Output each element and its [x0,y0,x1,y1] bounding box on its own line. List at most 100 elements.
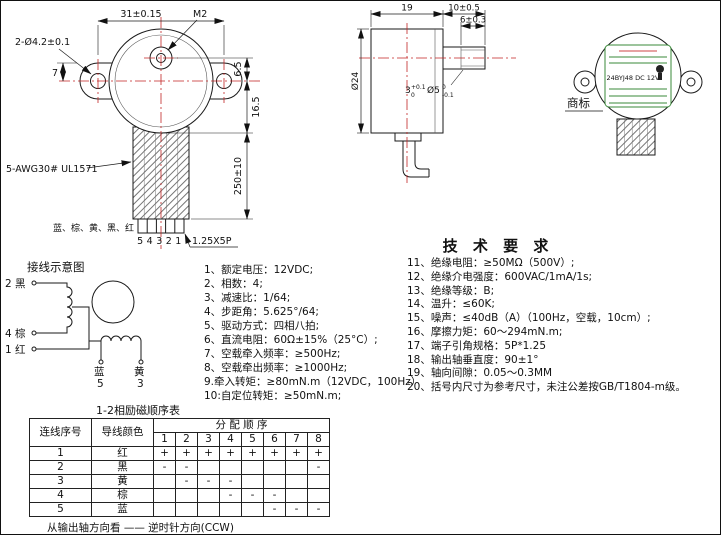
header-wire-no: 连线序号 [29,418,92,447]
cell-step: - [197,474,220,489]
brand-logo-icon [656,65,664,73]
label-wire-red: 1 红 [5,343,26,356]
spec-list-left: 1、额定电压：12VDC; 2、相数：4; 3、减速比：1/64; 4、步距角：5.6… [204,263,434,403]
cell-step: + [241,446,264,461]
trademark-motor-face: 24BYJ48 DC 12V [573,32,703,156]
dim-16-5: 16.5 [251,96,262,117]
cell-step: - [175,474,198,489]
spec-line: 13、绝缘等级：B; [407,284,495,297]
step-header: 6 [263,432,286,447]
cell-wire-no: 5 [29,502,92,517]
dim-mounting-holes: 2-Ø4.2±0.1 [15,37,70,48]
cell-step: - [219,488,242,503]
cell-wire-color: 黄 [91,474,154,489]
side-wire [402,141,429,178]
cell-step: + [175,446,198,461]
cell-step: - [307,502,330,517]
spec-line: 4、步距角：5.625°/64; [204,306,319,318]
cell-step [307,488,330,503]
wire-colors-label: 蓝、棕、黄、黑、红 [53,222,134,234]
trademark-view: 24BYJ48 DC 12V 商标 [565,32,703,156]
trademark-wire-bundle [616,118,656,156]
dim-d5-upper-tol: 0 [442,84,446,91]
step-header: 8 [307,432,330,447]
dim-m2-label: M2 [193,9,207,20]
cell-step: + [307,446,330,461]
table-title: 1-2相励磁顺序表 [96,404,180,417]
trademark-model-text: 24BYJ48 DC 12V [607,74,660,82]
spec-line: 7、空载牵入频率：≥500Hz; [204,348,341,360]
spec-line: 20、括号内尺寸为参考尺寸，未注公差按GB/T1804-m级。 [407,381,686,394]
cell-step [219,502,242,517]
front-dimensions: 31±0.15 M2 2-Ø4.2±0.1 7 6.5 16.5 250±10 … [6,9,262,248]
spec-line: 19、轴向间隙：0.05～0.3MM [407,367,553,380]
spec-line: 3、减速比：1/64; [204,292,291,304]
coil-b [89,335,142,342]
step-header: 3 [197,432,220,447]
cell-step [285,488,308,503]
cell-step: - [219,474,242,489]
label-wire-brown: 4 棕 [5,327,26,340]
cell-wire-color: 蓝 [91,502,154,517]
cell-step [175,502,198,517]
cell-wire-no: 2 [29,460,92,475]
step-header: 5 [241,432,264,447]
spec-line: 2、相数：4; [204,278,263,290]
spec-line: 11、绝缘电阻：≥50MΩ（500V）; [407,257,575,269]
cell-step: - [241,488,264,503]
cell-step: - [263,488,286,503]
trademark-caption: 商标 [567,96,590,110]
spec-line: 16、摩擦力矩：60～294mN.m; [407,325,563,338]
dim-3: 3 [405,86,411,96]
spec-line: 18、输出轴垂直度：90±1° [407,353,539,366]
cell-step [263,474,286,489]
cell-step: + [197,446,220,461]
header-sequence: 分 配 顺 序 [153,418,330,433]
cell-step: - [285,502,308,517]
connector-pitch-label: 1.25X5P [192,236,232,247]
cell-wire-color: 红 [91,446,154,461]
dim-depth-19: 19 [401,4,413,14]
cell-wire-no: 1 [29,446,92,461]
dim-3-lower-tol: 0 [411,92,415,99]
cell-step [219,460,242,475]
cell-step: - [263,502,286,517]
cell-step [241,474,264,489]
cell-step [241,502,264,517]
label-wire-blue: 蓝 [94,366,105,378]
spec-line: 15、噪声：≤40dB（A）（100Hz，空载，10cm）; [407,312,651,325]
cell-step [263,460,286,475]
tech-requirements-title: 技 术 要 求 [442,237,554,255]
cell-step [197,502,220,517]
header-wire-color: 导线颜色 [91,418,154,447]
cell-step [241,460,264,475]
cell-wire-no: 4 [29,488,92,503]
wiring-schematic: 接线示意图 2 黑 4 棕 1 红 蓝 5 黄 3 [5,260,145,390]
dim-shaft-length: 10±0.5 [448,4,479,14]
cell-step [285,460,308,475]
spec-line: 8、空载牵出频率：≥1000Hz; [204,362,348,374]
cell-step: + [153,446,176,461]
cell-step [197,460,220,475]
spec-line: 17、端子引角规格：5P*1.25 [407,339,547,352]
dim-6-5: 6.5 [233,61,244,76]
cell-step: + [285,446,308,461]
dim-shaft-flat: 6±0.3 [460,16,486,26]
terminal-black [31,280,37,286]
spec-line: 5、驱动方式：四相八拍; [204,320,320,332]
cell-wire-color: 黑 [91,460,154,475]
dim-diameter-24: Ø24 [350,71,361,90]
step-header: 1 [153,432,176,447]
common-wire [36,306,90,350]
dim-mounting-distance: 31±0.15 [120,9,161,20]
spec-line: 12、绝缘介电强度：600VAC/1mA/1s; [407,270,593,283]
spec-list-right: 11、绝缘电阻：≥50MΩ（500V）;12、绝缘介电强度：600VAC/1mA… [407,257,719,395]
cell-step: - [153,460,176,475]
label-wire-black: 2 黑 [5,278,26,290]
cell-wire-color: 棕 [91,488,154,503]
spec-line: 1、额定电压：12VDC; [204,264,314,276]
cell-step [285,474,308,489]
